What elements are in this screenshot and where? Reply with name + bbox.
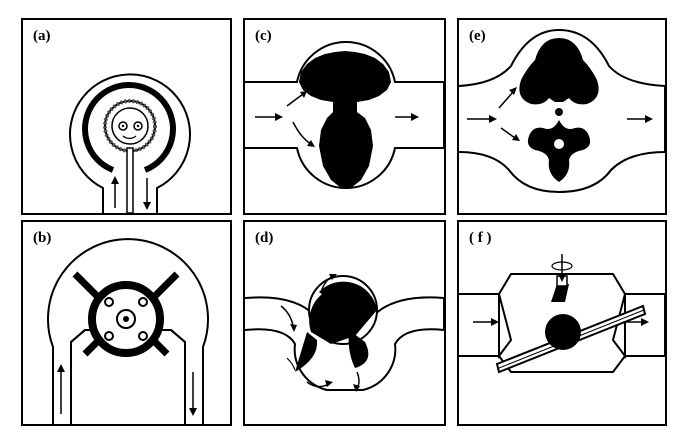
panel-f-label: ( f ) xyxy=(469,230,492,246)
panel-e: (e) xyxy=(457,18,667,215)
panel-e-label: (e) xyxy=(469,28,486,44)
gear-pump-diagram-icon xyxy=(245,40,444,190)
lobe-pump-diagram-icon xyxy=(245,274,444,392)
panel-c: (c) xyxy=(243,18,446,215)
panel-d-label: (d) xyxy=(255,230,274,246)
radial-piston-pump-diagram-icon xyxy=(47,238,209,424)
panel-c-label: (c) xyxy=(255,28,272,44)
panel-b: (b) xyxy=(21,220,232,426)
panel-f: ( f ) xyxy=(457,220,667,426)
vane-pump-diagram-icon xyxy=(69,73,191,213)
panel-a-label: (a) xyxy=(33,28,51,44)
panel-d: (d) xyxy=(243,220,446,426)
rotary-lobe-pump-diagram-icon xyxy=(459,28,665,194)
panel-a: (a) xyxy=(21,18,232,215)
panel-b-label: (b) xyxy=(33,230,52,246)
swash-plate-pump-diagram-icon xyxy=(459,254,665,374)
